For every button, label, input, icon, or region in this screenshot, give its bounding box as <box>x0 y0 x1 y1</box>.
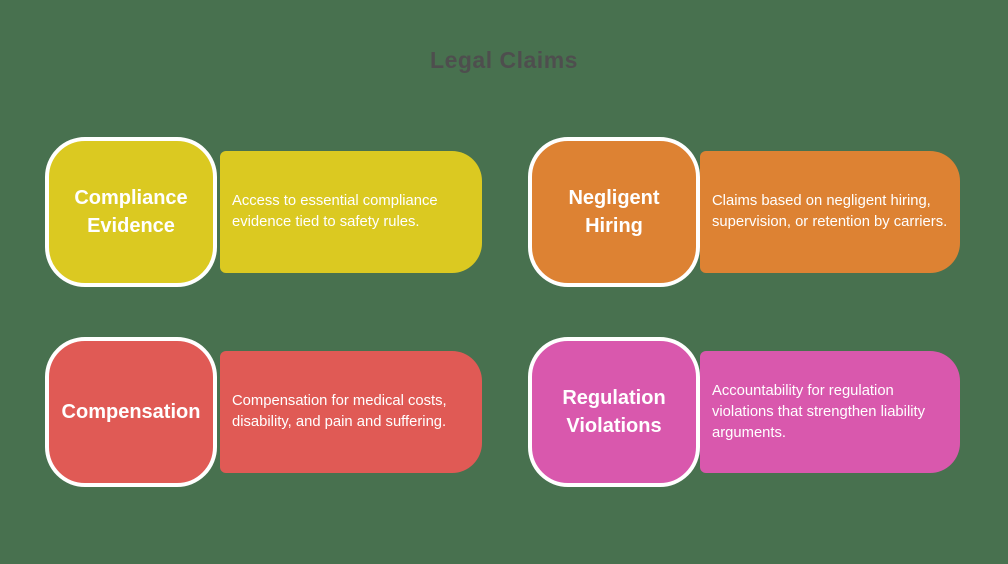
card-description-box: Accountability for regulation violations… <box>700 351 960 473</box>
card-description: Claims based on negligent hiring, superv… <box>712 193 948 230</box>
card-heading-box: Compliance Evidence <box>45 137 217 287</box>
card-heading: Compliance Evidence <box>74 187 188 237</box>
page-title: Legal Claims <box>430 47 578 73</box>
card-description-box: Claims based on negligent hiring, superv… <box>700 151 960 273</box>
card-heading-box: Regulation Violations <box>528 337 700 487</box>
card-description: Accountability for regulation violations… <box>712 382 926 441</box>
card-description-box: Compensation for medical costs, disabili… <box>220 351 482 473</box>
card-heading: Negligent Hiring <box>568 187 660 237</box>
card-description: Compensation for medical costs, disabili… <box>232 393 447 430</box>
card-heading-box: Compensation <box>45 337 217 487</box>
card-heading: Compensation <box>61 401 201 423</box>
card-description: Access to essential compliance evidence … <box>232 193 438 230</box>
card-heading: Regulation Violations <box>562 387 666 437</box>
card-heading-box: Negligent Hiring <box>528 137 700 287</box>
card-description-box: Access to essential compliance evidence … <box>220 151 482 273</box>
